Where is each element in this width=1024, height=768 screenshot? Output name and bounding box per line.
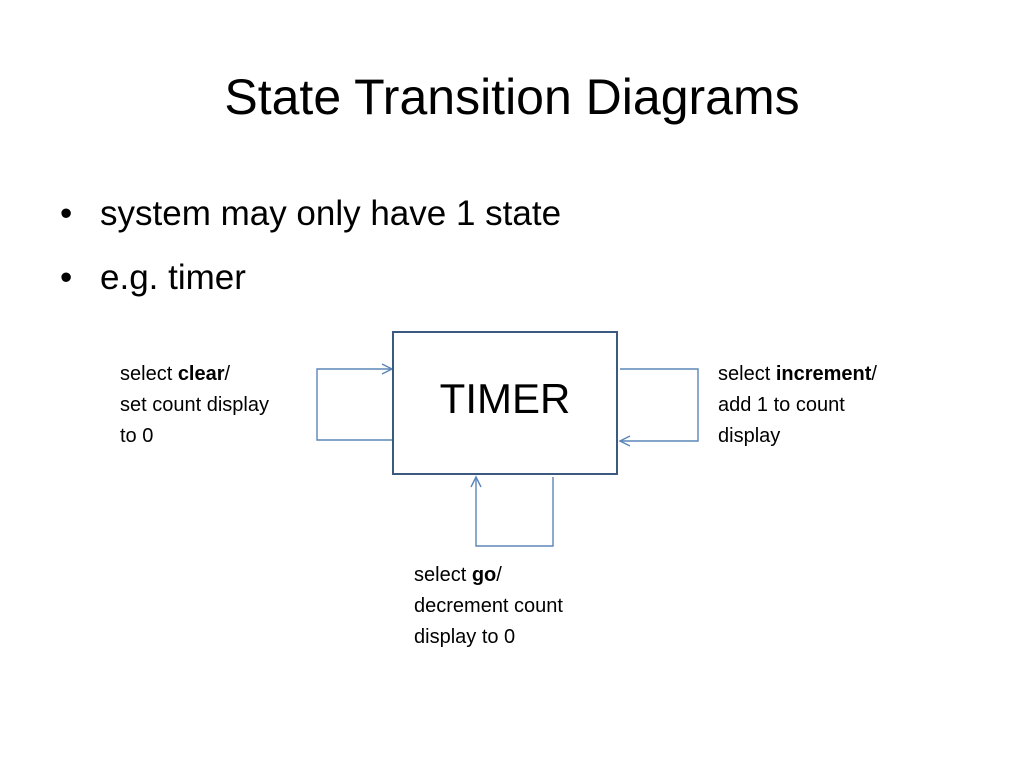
trigger-separator: / [496,564,502,586]
bullet-list: • system may only have 1 state • e.g. ti… [60,190,561,318]
transition-go-loop [475,477,554,547]
bullet-text: e.g. timer [100,258,246,297]
bullet-dot-icon: • [60,258,73,297]
trigger-event: clear [177,363,225,385]
trigger-prefix: select [120,363,178,385]
bullet-text: system may only have 1 state [100,194,562,233]
transition-action-line: display [718,425,781,447]
trigger-event: go [471,564,497,586]
transition-trigger: select go/ [414,560,563,591]
transition-trigger: select increment/ [718,359,877,390]
transition-action-line: set count display [120,394,269,416]
trigger-prefix: select [718,363,776,385]
trigger-event: increment [775,363,872,385]
transition-increment-arrowhead-icon [618,435,631,447]
slide-title: State Transition Diagrams [224,69,800,125]
transition-label-increment: select increment/ add 1 to count display [718,359,877,452]
transition-trigger: select clear/ [120,359,269,390]
trigger-separator: / [224,363,231,385]
transition-label-go: select go/ decrement count display to 0 [414,560,563,653]
bullet-item: • e.g. timer [60,254,561,302]
transition-action-line: to 0 [120,425,154,447]
transition-go-arrowhead-icon [470,475,482,488]
trigger-separator: / [871,363,877,385]
transition-action-line: decrement count [414,595,563,617]
trigger-prefix: select [414,564,472,586]
transition-label-clear: select clear/ set count display to 0 [120,359,269,452]
transition-clear-loop [316,368,392,441]
transition-clear-arrowhead-icon [381,363,394,375]
transition-action-line: display to 0 [414,626,516,648]
state-timer: TIMER [392,331,618,475]
bullet-item: • system may only have 1 state [60,190,561,238]
state-label: TIMER [439,375,571,422]
transition-increment-loop [620,368,699,442]
transition-action-line: add 1 to count [718,394,845,416]
bullet-dot-icon: • [60,194,73,233]
